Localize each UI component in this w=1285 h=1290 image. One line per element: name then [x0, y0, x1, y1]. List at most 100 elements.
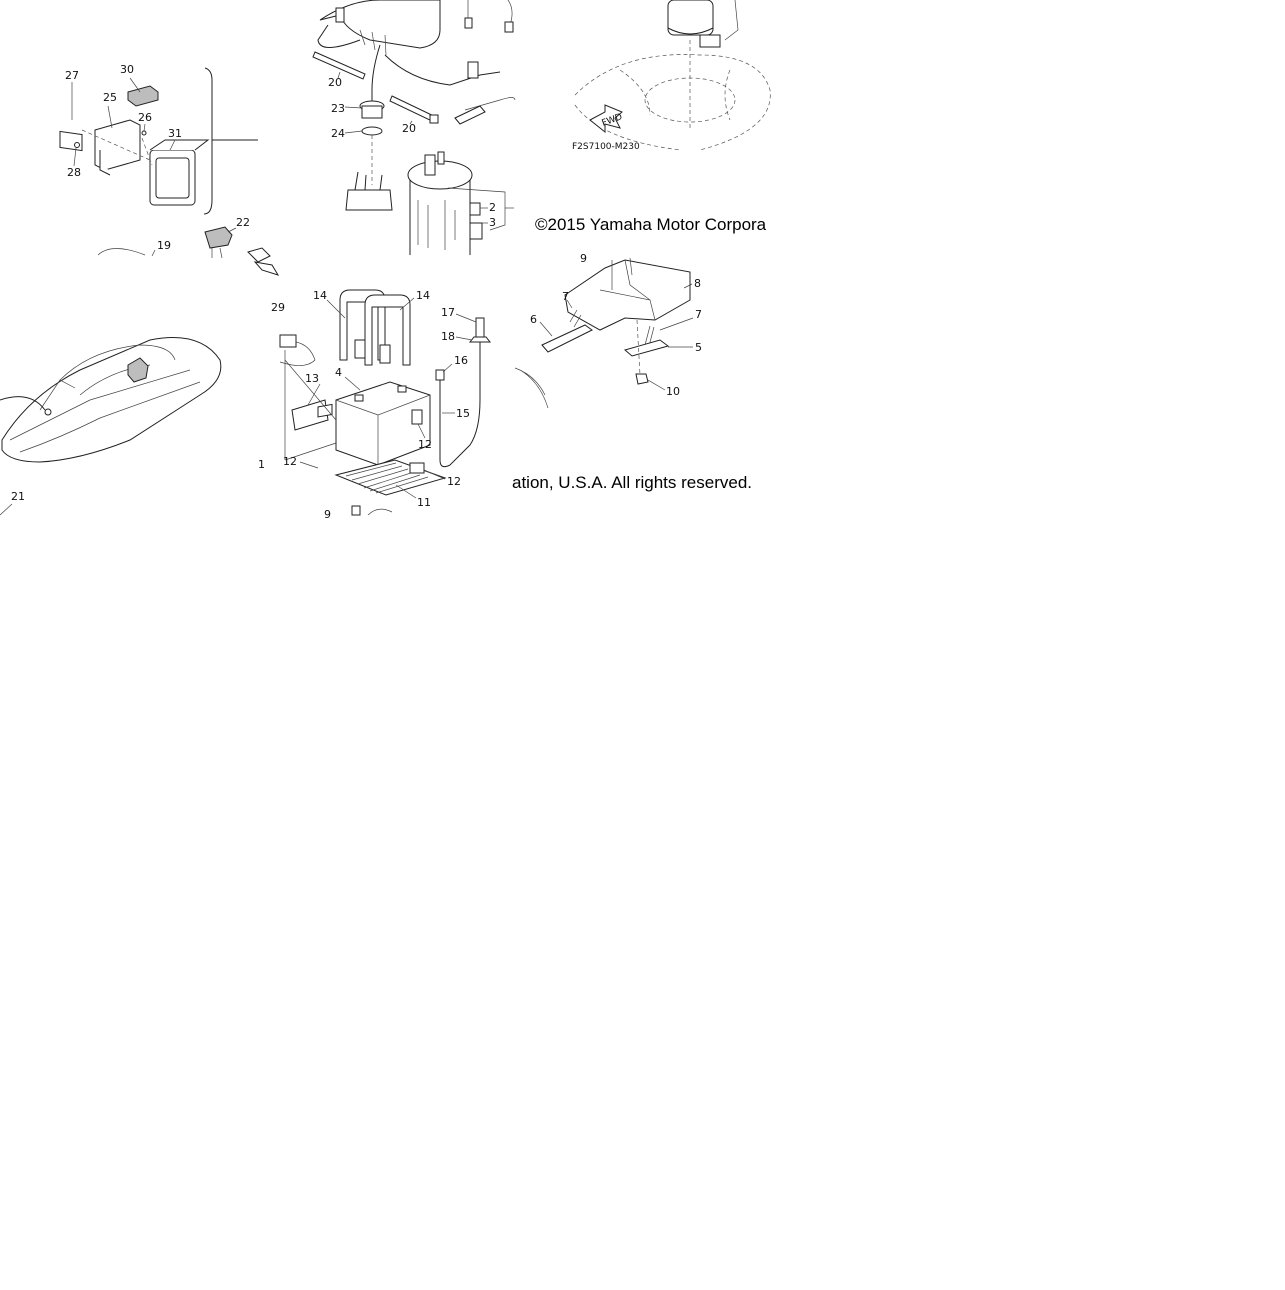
leader-18 [455, 336, 473, 341]
leader-24 [344, 130, 363, 134]
drawing-code: F2S7100-M230 [572, 142, 640, 152]
leader-4 [344, 376, 361, 391]
sensor-part-22 [204, 226, 233, 249]
pump-body [409, 180, 471, 255]
pump-flange [407, 160, 473, 190]
battery-box-edges [599, 259, 656, 321]
callout-25: 25 [103, 91, 117, 104]
callout-27: 27 [65, 69, 79, 82]
hull-arc [514, 367, 549, 409]
vent-hose-part-15 [439, 340, 481, 468]
callout-4: 4 [335, 366, 342, 379]
screw-part-26 [141, 130, 147, 136]
leader-20b [409, 120, 413, 125]
callout-5: 5 [695, 341, 702, 354]
clamp-part-18 [468, 336, 492, 343]
controller-top [149, 139, 210, 151]
leader-10 [647, 379, 666, 391]
callout-20a: 20 [328, 76, 342, 89]
callout-9b: 9 [580, 252, 587, 265]
leader-20a [337, 71, 341, 79]
wire-terminal [464, 17, 473, 29]
strap-buckle [354, 339, 366, 359]
plate-part-27 [59, 130, 83, 152]
leader-17 [455, 313, 477, 323]
callout-24: 24 [331, 127, 345, 140]
connector-wires [354, 171, 383, 191]
callout-11: 11 [417, 496, 431, 509]
hull-ribs [619, 69, 731, 121]
leader-25 [107, 105, 113, 129]
stay-part-6 [541, 324, 593, 353]
leader-21 [0, 503, 13, 516]
battery-assembly [279, 289, 492, 516]
copyright-text-left: ©2015 Yamaha Motor Corpora [535, 215, 767, 234]
pump-fitting-2 [437, 151, 445, 165]
callout-10: 10 [666, 385, 680, 398]
sensor-group [97, 226, 280, 276]
hull-opening [644, 77, 736, 123]
callout-12a: 12 [283, 455, 297, 468]
callout-14b: 14 [416, 289, 430, 302]
strap-buckle-2 [379, 344, 391, 364]
pad-part-12c [411, 409, 423, 425]
battery-edges [335, 394, 431, 465]
nut-part-10 [635, 373, 649, 385]
battery-terminal-2 [397, 385, 407, 393]
leader-22 [227, 227, 237, 233]
meter-pins [359, 29, 387, 56]
watercraft-overview [0, 337, 222, 516]
sensor-clip-2 [253, 261, 280, 276]
cable-tie-head [429, 114, 439, 124]
bolt-part-7a [569, 309, 582, 328]
harness-branch-right [384, 54, 501, 86]
tray-ribs [345, 462, 429, 494]
fuel-pump-assembly [407, 151, 514, 255]
hull-line-1 [9, 369, 191, 441]
hull-outline [1, 337, 222, 463]
connector-block [345, 189, 393, 211]
hull-top-view [574, 0, 771, 151]
tank-clip [699, 34, 721, 48]
callout-22: 22 [236, 216, 250, 229]
callout-8: 8 [694, 277, 701, 290]
reference-point [44, 408, 52, 416]
callout-21: 21 [11, 490, 25, 503]
tray-part-11 [334, 459, 447, 496]
leader-30 [129, 77, 141, 93]
leader-29-diag [284, 359, 337, 421]
controller-inner [155, 157, 190, 199]
tank-hose [724, 0, 739, 41]
callout-2: 2 [489, 201, 496, 214]
filter-part-2 [469, 202, 481, 216]
leader-13 [307, 383, 321, 406]
hose-fitting-16 [435, 369, 445, 381]
bolt-hook [367, 508, 393, 516]
regulator-part-3 [469, 222, 483, 240]
battery-box-assembly [514, 257, 694, 409]
leader-26 [143, 123, 146, 132]
callout-15: 15 [456, 407, 470, 420]
fwd-arrow [589, 104, 623, 134]
leader-11 [395, 484, 417, 499]
battery-part-4 [335, 381, 431, 466]
callout-31: 31 [168, 127, 182, 140]
leader-12a [299, 461, 319, 469]
callout-17: 17 [441, 306, 455, 319]
callout-28: 28 [67, 166, 81, 179]
callout-6: 6 [530, 313, 537, 326]
highlighted-part [127, 357, 149, 383]
reference-leader [0, 396, 46, 411]
callout-labels: 27 30 25 26 31 28 22 19 21 20 20 23 24 2… [11, 63, 702, 521]
callout-7a: 7 [562, 290, 569, 303]
key-fob-part-30 [127, 85, 159, 107]
leader-14a [326, 299, 346, 319]
callout-7b: 7 [695, 308, 702, 321]
sensor-wire [464, 97, 516, 111]
leader-12b [423, 469, 446, 480]
callout-14a: 14 [313, 289, 327, 302]
box-axis [636, 319, 641, 376]
leader-7a [566, 299, 573, 309]
